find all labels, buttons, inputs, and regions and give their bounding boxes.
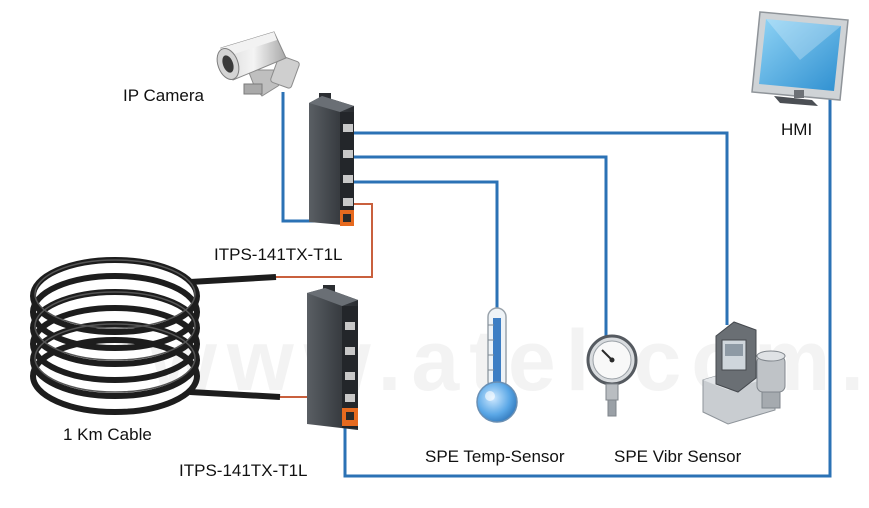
link-switch1-cable	[275, 203, 373, 278]
port-icon	[343, 198, 353, 206]
cable-coil-highlight	[34, 259, 196, 393]
cable-coil-icon	[30, 257, 281, 415]
cable-label: 1 Km Cable	[63, 425, 152, 444]
port-icon	[345, 347, 355, 355]
vibration-gauge-icon	[586, 334, 638, 417]
hmi-monitor-icon	[751, 11, 849, 106]
switch-bottom-device	[307, 285, 358, 430]
port-icon	[343, 150, 353, 158]
ip-camera-label: IP Camera	[123, 86, 204, 105]
link-switch-hmi	[352, 131, 729, 325]
port-icon	[345, 372, 355, 380]
link-switch-temp-sensor	[352, 180, 499, 314]
vibr-sensor-label: SPE Vibr Sensor	[614, 447, 742, 466]
link-camera-switch	[281, 92, 320, 223]
temp-sensor-label: SPE Temp-Sensor	[425, 447, 565, 466]
port-icon	[345, 322, 355, 330]
port-icon	[343, 175, 353, 183]
thermometer-icon	[476, 307, 518, 423]
switch-bottom-label: ITPS-141TX-T1L	[179, 461, 308, 480]
link-switch2-hmi	[343, 92, 832, 478]
link-switch-vibr-sensor	[352, 155, 608, 336]
hmi-label: HMI	[781, 120, 813, 139]
switch-top-label: ITPS-141TX-T1L	[214, 245, 343, 264]
ip-camera-icon	[216, 31, 300, 97]
switch-top-device	[309, 93, 354, 226]
port-icon	[345, 394, 355, 402]
port-icon	[343, 124, 353, 132]
ethernet-links	[281, 92, 832, 478]
flow-meter-device-icon	[702, 321, 786, 425]
